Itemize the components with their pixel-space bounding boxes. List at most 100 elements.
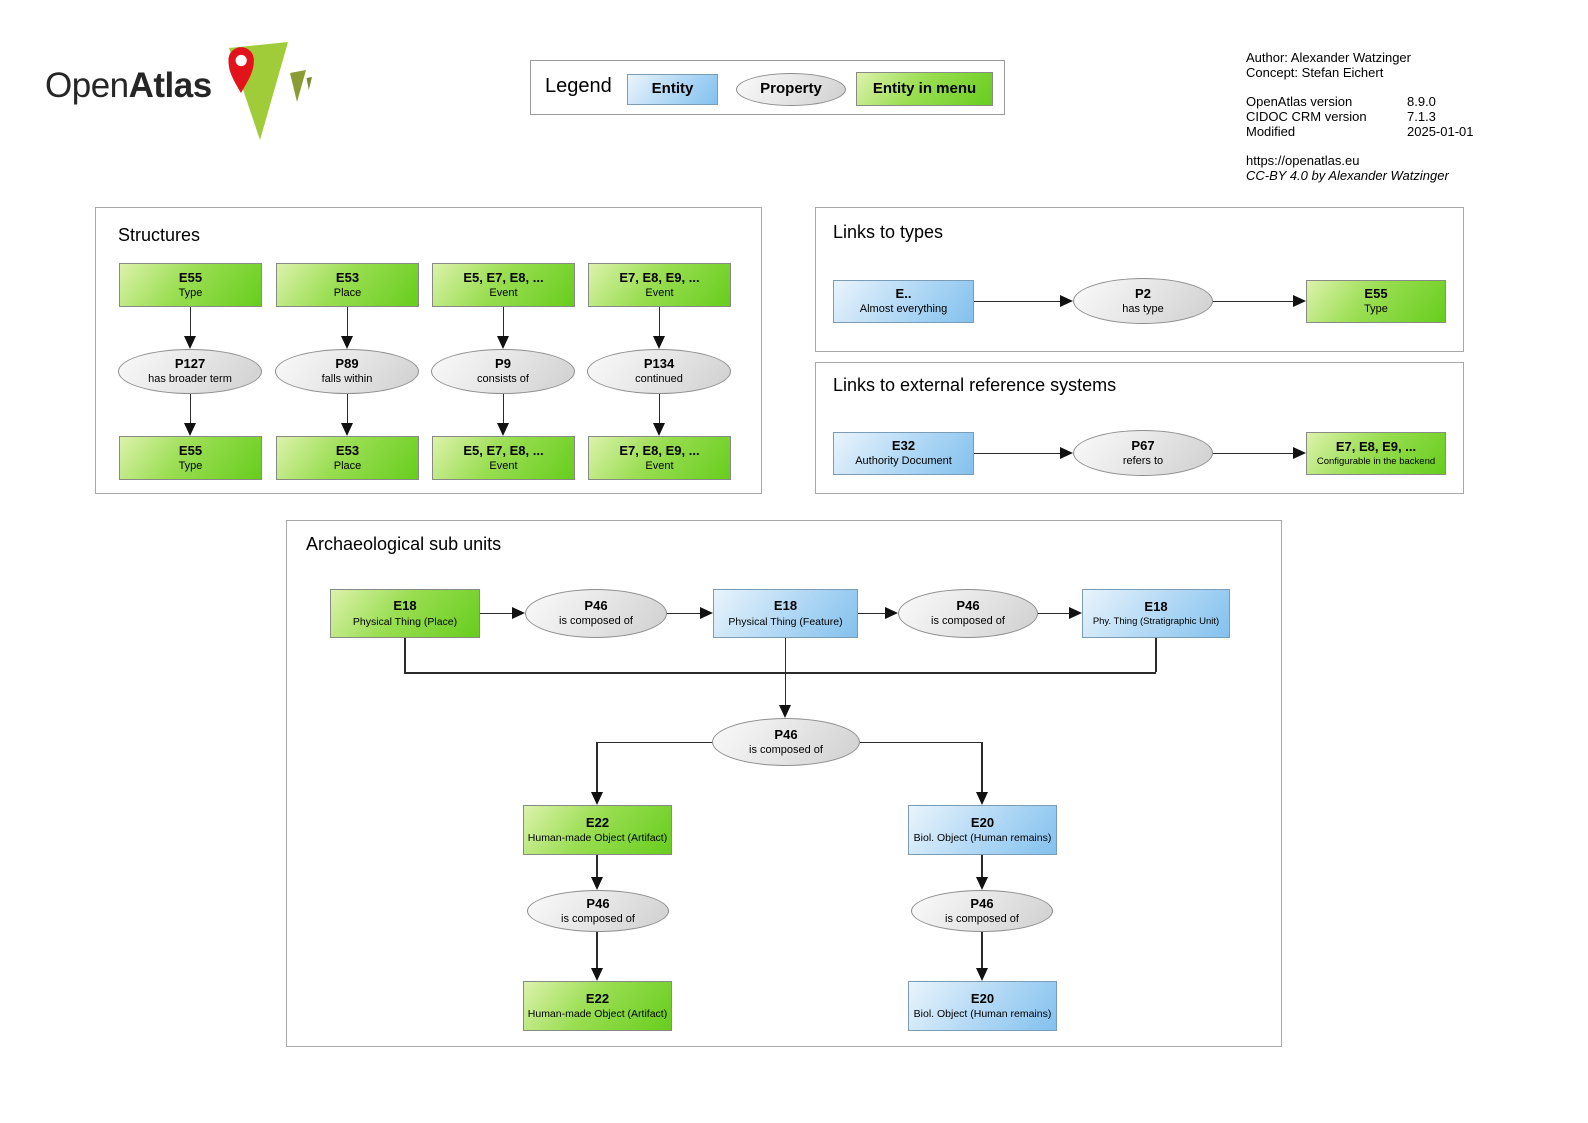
node-subtitle: Physical Thing (Place) [352,615,458,628]
entity-node-e55-bottom: E55 Type [119,436,262,480]
node-title: E53 [335,442,360,458]
connector-line [596,855,598,877]
connector-line [981,932,983,968]
node-subtitle: Event [645,459,674,472]
meta-value: 8.9.0 [1407,94,1436,109]
connector-line [596,932,598,968]
connector-line [658,394,660,423]
connector-line [1155,638,1157,672]
connector-line [974,452,1060,454]
links-to-types-title: Links to types [833,222,944,242]
entity-node-e-almost-everything: E.. Almost everything [833,280,974,323]
arrow-right-icon [1293,294,1306,307]
meta-url: https://openatlas.eu [1246,153,1360,168]
legend-property-swatch: Property [736,73,846,106]
entity-node-e53-bottom: E53 Place [276,436,419,480]
property-node-p127: P127 has broader term [118,349,262,394]
entity-node-e55-top: E55 Type [119,263,262,307]
entity-node-event-b-bottom: E7, E8, E9, ... Event [588,436,731,480]
connector-line [858,612,885,614]
logo-small-triangle [306,77,312,90]
connector-line [502,307,504,336]
connector-line [346,307,348,336]
connector-line [981,855,983,877]
legend-entity-label: Entity [651,80,694,98]
property-node-p67: P67 refers to [1073,430,1213,476]
node-title: P46 [956,598,980,613]
connector-line [346,394,348,423]
arrow-down-icon [184,423,196,436]
entity-node-event-a-top: E5, E7, E8, ... Event [432,263,575,307]
entity-node-e22-bottom: E22 Human-made Object (Artifact) [523,981,672,1031]
property-node-p9: P9 consists of [431,349,575,394]
connector-line [784,638,787,705]
node-title: E22 [585,990,610,1006]
node-subtitle: has broader term [148,373,232,386]
meta-value: 2025-01-01 [1407,124,1474,139]
arrow-down-icon [653,336,665,349]
meta-label: Modified [1246,124,1296,139]
node-subtitle: Type [178,286,203,299]
node-title: E18 [1144,598,1168,614]
meta-concept: Concept: Stefan Eichert [1246,65,1384,80]
entity-node-e55-type: E55 Type [1306,280,1446,323]
node-title: P127 [174,356,206,371]
arrow-down-icon [591,792,603,805]
node-subtitle: Type [178,459,203,472]
arrow-down-icon [976,968,988,981]
node-title: P134 [643,356,675,371]
entity-node-e22-top: E22 Human-made Object (Artifact) [523,805,672,855]
connector-line [1038,612,1069,614]
arrow-right-icon [1060,446,1073,459]
property-node-p46-b: P46 is composed of [898,589,1038,638]
property-node-p46-a: P46 is composed of [525,589,667,638]
legend-entity-menu-swatch: Entity in menu [856,72,993,106]
entity-node-e53-top: E53 Place [276,263,419,307]
node-subtitle: is composed of [945,912,1019,925]
legend-panel: Legend Entity Property Entity in menu [530,60,1005,115]
structures-title: Structures [118,225,201,245]
connector-line [404,638,406,672]
entity-node-e20-top: E20 Biol. Object (Human remains) [908,805,1057,855]
node-title: E7, E8, E9, ... [619,442,700,458]
node-title: E32 [891,438,916,453]
arrow-right-icon [1069,606,1082,619]
arrow-right-icon [512,606,525,619]
entity-node-backend-configurable: E7, E8, E9, ... Configurable in the back… [1306,432,1446,475]
entity-node-e32: E32 Authority Document [833,432,974,475]
node-subtitle: Place [333,459,362,472]
legend-entity-swatch: Entity [627,74,718,105]
property-node-p134: P134 continued [587,349,731,394]
legend-entity-menu-label: Entity in menu [872,79,977,97]
arrow-down-icon [497,336,509,349]
connector-line [667,612,700,614]
logo-text-open: Open [45,66,129,105]
node-title: P46 [584,598,608,613]
property-node-p46-center: P46 is composed of [712,718,860,766]
node-subtitle: has type [1122,302,1164,315]
node-title: P9 [495,356,511,371]
node-title: E7, E8, E9, ... [619,269,700,285]
node-subtitle: Event [489,286,518,299]
node-subtitle: is composed of [559,615,633,628]
property-node-p46-left: P46 is composed of [527,890,669,932]
entity-node-e20-bottom: E20 Biol. Object (Human remains) [908,981,1057,1031]
node-subtitle: Human-made Object (Artifact) [527,1008,668,1021]
meta-modified-row: Modified 2025-01-01 [1246,124,1566,139]
arrow-right-icon [1060,294,1073,307]
connector-line [658,307,660,336]
node-title: P46 [586,895,610,911]
node-subtitle: is composed of [931,615,1005,628]
node-title: P2 [1135,285,1151,301]
connector-line [404,672,1157,674]
legend-label: Legend [545,75,612,97]
node-subtitle: Physical Thing (Feature) [728,615,843,628]
connector-line [502,394,504,423]
arrow-down-icon [497,423,509,436]
node-title: P67 [1131,437,1155,453]
connector-line [1213,300,1293,302]
node-subtitle: Human-made Object (Artifact) [527,832,668,845]
node-subtitle: refers to [1122,454,1164,467]
logo-mid-triangle [290,70,306,102]
node-subtitle: Almost everything [859,303,948,316]
